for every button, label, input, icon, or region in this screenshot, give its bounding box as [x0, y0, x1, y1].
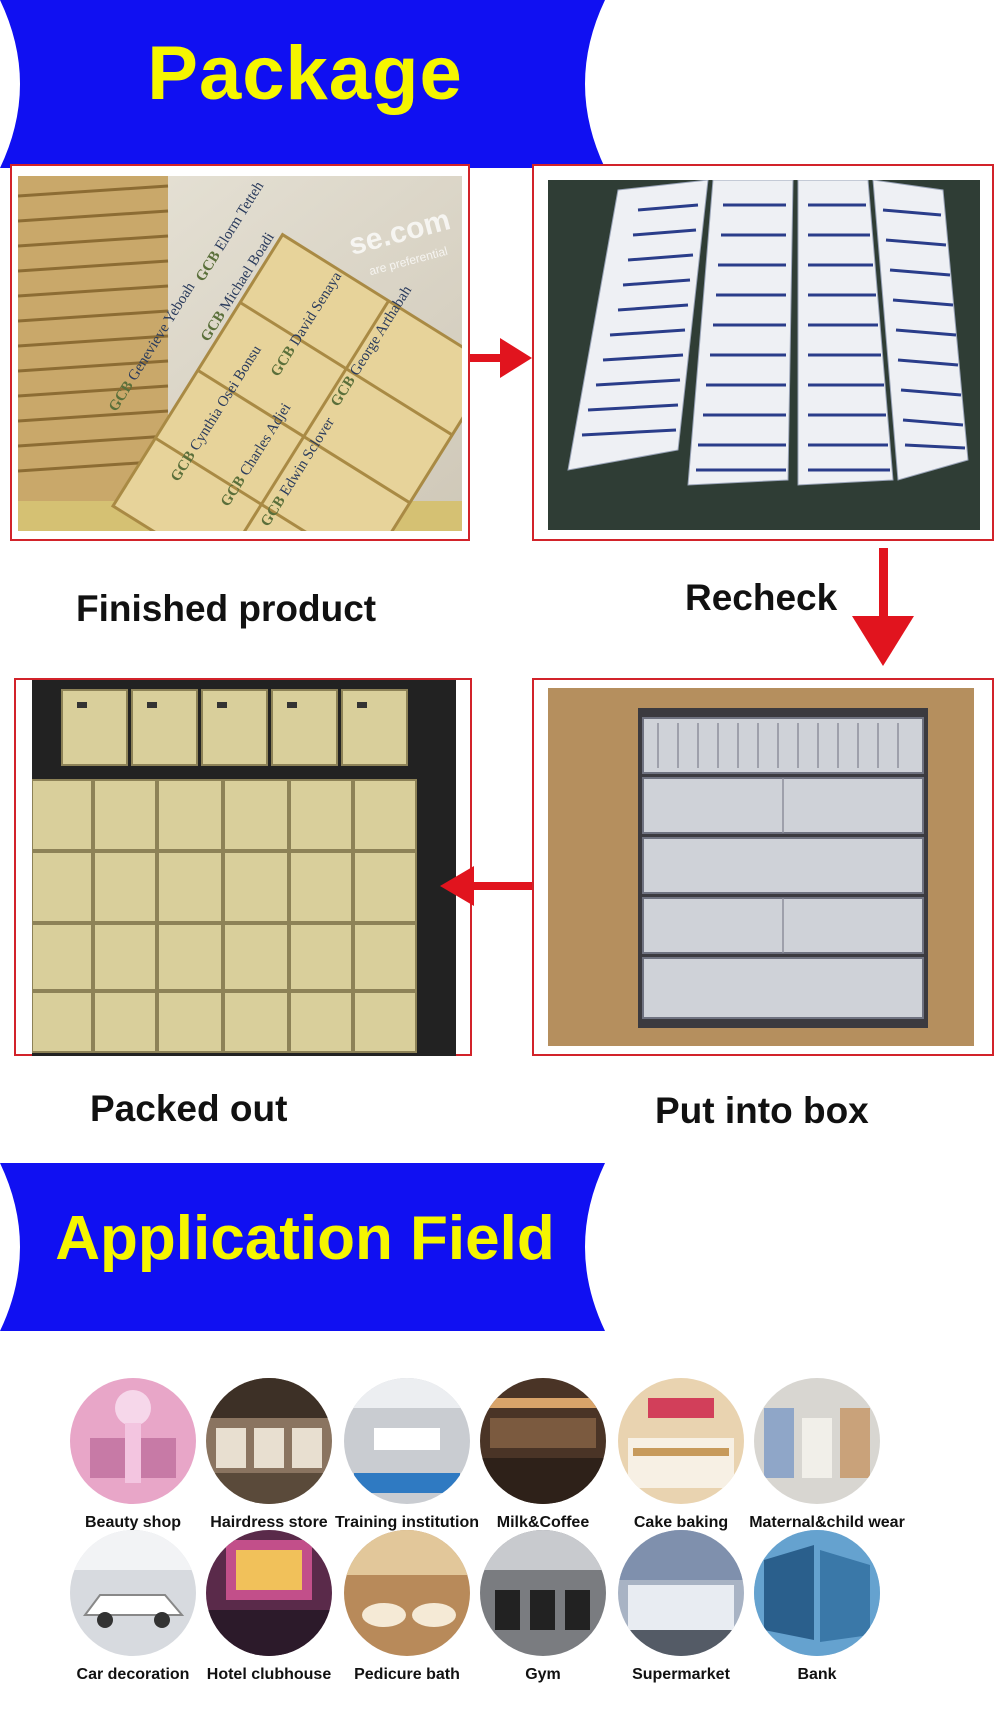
finished-product-frame: GCB Genevieve Yeboah GCB Michael Boadi G…: [10, 164, 470, 541]
app-label-training-institution: Training institution: [335, 1514, 479, 1531]
arrow-right-icon: [470, 338, 532, 378]
app-label-gym: Gym: [525, 1666, 561, 1683]
training-institution-photo: [344, 1378, 470, 1504]
app-label-milk-coffee: Milk&Coffee: [496, 1514, 590, 1531]
card-rows-image: [548, 180, 980, 530]
step-label-put-into-box: Put into box: [655, 1090, 869, 1131]
step-label-packed-out: Packed out: [90, 1088, 288, 1129]
beauty-shop-photo: [70, 1378, 196, 1504]
packed-out-frame: [14, 678, 472, 1056]
bank-photo: [754, 1530, 880, 1656]
pedicure-bath-photo: [344, 1530, 470, 1656]
banner-ribbon-shape: [0, 0, 605, 168]
stacked-cartons-image: [32, 680, 456, 1056]
name-card: GCB Genevieve Yeboah: [106, 279, 199, 415]
app-label-maternal-child-wear: Maternal&child wear: [749, 1514, 905, 1531]
packed-out-photo: [32, 680, 456, 1056]
banner-ribbon-shape: [0, 1163, 605, 1331]
put-into-box-photo: [548, 688, 974, 1046]
milk-coffee-photo: [480, 1378, 606, 1504]
hairdress-store-photo: [206, 1378, 332, 1504]
app-label-hotel-clubhouse: Hotel clubhouse: [206, 1666, 332, 1683]
arrow-down-icon: [852, 548, 914, 666]
recheck-frame: [532, 164, 994, 541]
arrow-left-icon: [440, 866, 536, 906]
gym-photo: [480, 1530, 606, 1656]
supermarket-photo: [618, 1530, 744, 1656]
car-decoration-photo: [70, 1530, 196, 1656]
recheck-photo: [548, 180, 980, 530]
package-banner: Package: [0, 0, 610, 168]
app-label-bank: Bank: [797, 1666, 837, 1683]
application-field-banner: Application Field: [0, 1163, 610, 1331]
maternal-child-wear-photo: [754, 1378, 880, 1504]
app-label-car-decoration: Car decoration: [76, 1666, 190, 1683]
app-label-supermarket: Supermarket: [632, 1666, 730, 1683]
carton-packing-image: [548, 688, 974, 1046]
name-card-boxes-image: [18, 176, 462, 531]
name-card: GCB George Arthabah: [328, 283, 416, 410]
put-into-box-frame: [532, 678, 994, 1056]
step-label-finished-product: Finished product: [76, 588, 377, 629]
hotel-clubhouse-photo: [206, 1530, 332, 1656]
app-label-beauty-shop: Beauty shop: [84, 1514, 181, 1531]
app-label-hairdress-store: Hairdress store: [210, 1514, 328, 1531]
app-label-pedicure-bath: Pedicure bath: [354, 1666, 460, 1683]
cake-baking-photo: [618, 1378, 744, 1504]
finished-product-photo: GCB Genevieve Yeboah GCB Michael Boadi G…: [18, 176, 462, 531]
package-title: Package: [147, 31, 463, 116]
step-label-recheck: Recheck: [685, 577, 838, 618]
application-field-title: Application Field: [55, 1204, 555, 1273]
app-label-cake-baking: Cake baking: [633, 1514, 729, 1531]
name-card: GCB David Senaya: [268, 269, 346, 380]
